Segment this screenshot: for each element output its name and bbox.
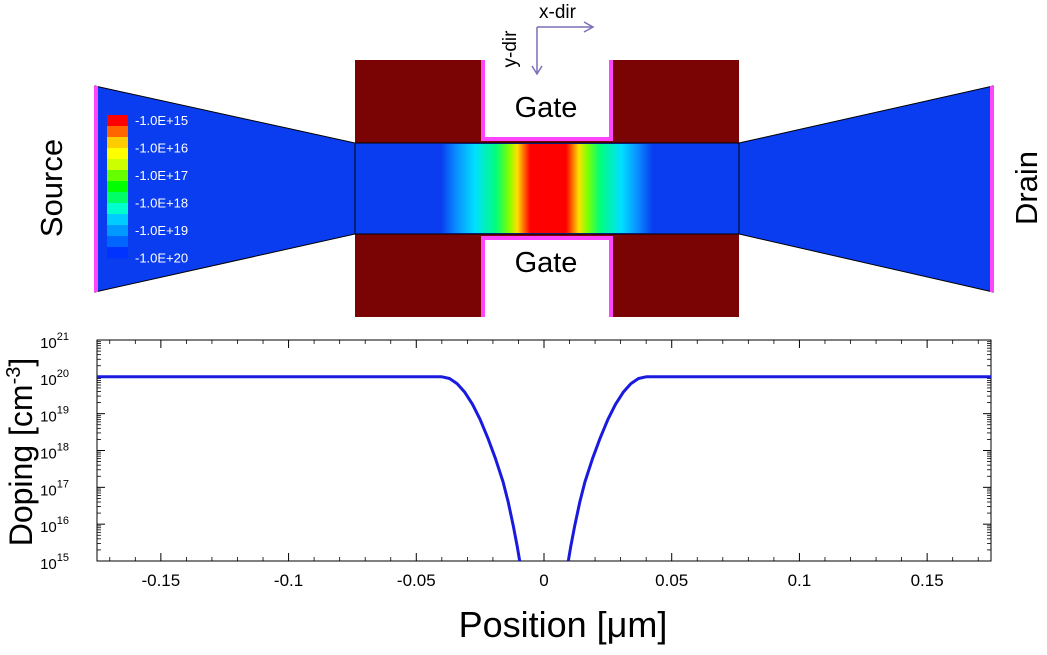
x-axis-unit: μm [607,604,658,645]
legend-swatch [107,148,128,160]
plot-frame [96,339,992,562]
drain-region [738,85,994,293]
legend-swatch [107,214,128,226]
gate-electrode-bottom [355,234,739,317]
chart-axes [96,339,992,562]
y-tick-label: 1017 [40,478,69,499]
x-tick-label: 0 [539,571,548,590]
device-diagram: -1.0E+15 -1.0E+16 -1.0E+17 -1.0E+18 -1.0E+19… [34,2,1044,317]
source-region [94,85,356,293]
legend-swatch [107,115,128,127]
gate-contact-top [481,60,613,141]
y-dir-label: y-dir [500,30,521,68]
doping-profile-line [97,375,522,562]
y-tick-label: 1020 [40,368,69,389]
axis-direction-indicator: x-dir y-dir [500,2,595,76]
legend-swatch [107,181,128,193]
y-axis-unit-exponent: -3 [3,367,25,385]
legend-swatch [107,247,128,259]
legend-swatch [107,159,128,171]
y-dir-arrowhead [531,65,543,76]
gate-contact-bottom [481,236,613,317]
gate-top-label: Gate [515,92,578,124]
doping-legend-colorbar [107,115,128,259]
y-tick-label: 1015 [40,552,69,573]
legend-level-label: -1.0E+16 [135,141,188,156]
legend-level-label: -1.0E+20 [135,251,188,266]
legend-swatch [107,203,128,215]
x-tick-label: 0.05 [655,571,688,590]
y-tick-label: 1016 [40,515,69,536]
legend-swatch [107,170,128,182]
y-axis-label: Doping [cm-3] [3,358,39,547]
legend-level-label: -1.0E+17 [135,168,188,183]
y-tick-labels: 1015 1016 1017 1018 1019 1020 1021 [40,331,69,573]
x-tick-label: -0.1 [274,571,303,590]
x-tick-labels: -0.15 -0.1 -0.05 0 0.05 0.1 0.15 [141,571,943,590]
gate-bottom-label: Gate [515,247,578,279]
x-tick-label: -0.15 [141,571,180,590]
y-tick-label: 1021 [40,331,69,352]
legend-level-label: -1.0E+18 [135,196,188,211]
gate-electrode-top [355,60,739,143]
x-axis-label: Position [μm] [459,604,668,645]
source-label: Source [34,139,69,237]
x-tick-label: -0.05 [397,571,436,590]
x-tick-label: 0.1 [788,571,812,590]
legend-swatch [107,192,128,204]
y-tick-label: 1019 [40,405,69,426]
chart-series [97,375,991,562]
x-dir-label: x-dir [539,2,577,23]
legend-swatch [107,126,128,138]
doping-profile-fill [441,144,653,233]
doping-profile-line [566,375,991,562]
y-tick-label: 1018 [40,442,69,463]
x-dir-arrowhead [583,21,595,33]
legend-swatch [107,225,128,237]
legend-level-label: -1.0E+15 [135,113,188,128]
x-tick-label: 0.15 [911,571,944,590]
doping-legend-labels: -1.0E+15 -1.0E+16 -1.0E+17 -1.0E+18 -1.0E+19… [135,113,188,266]
legend-swatch [107,236,128,248]
legend-level-label: -1.0E+19 [135,223,188,238]
drain-label: Drain [1009,151,1044,225]
legend-swatch [107,137,128,149]
